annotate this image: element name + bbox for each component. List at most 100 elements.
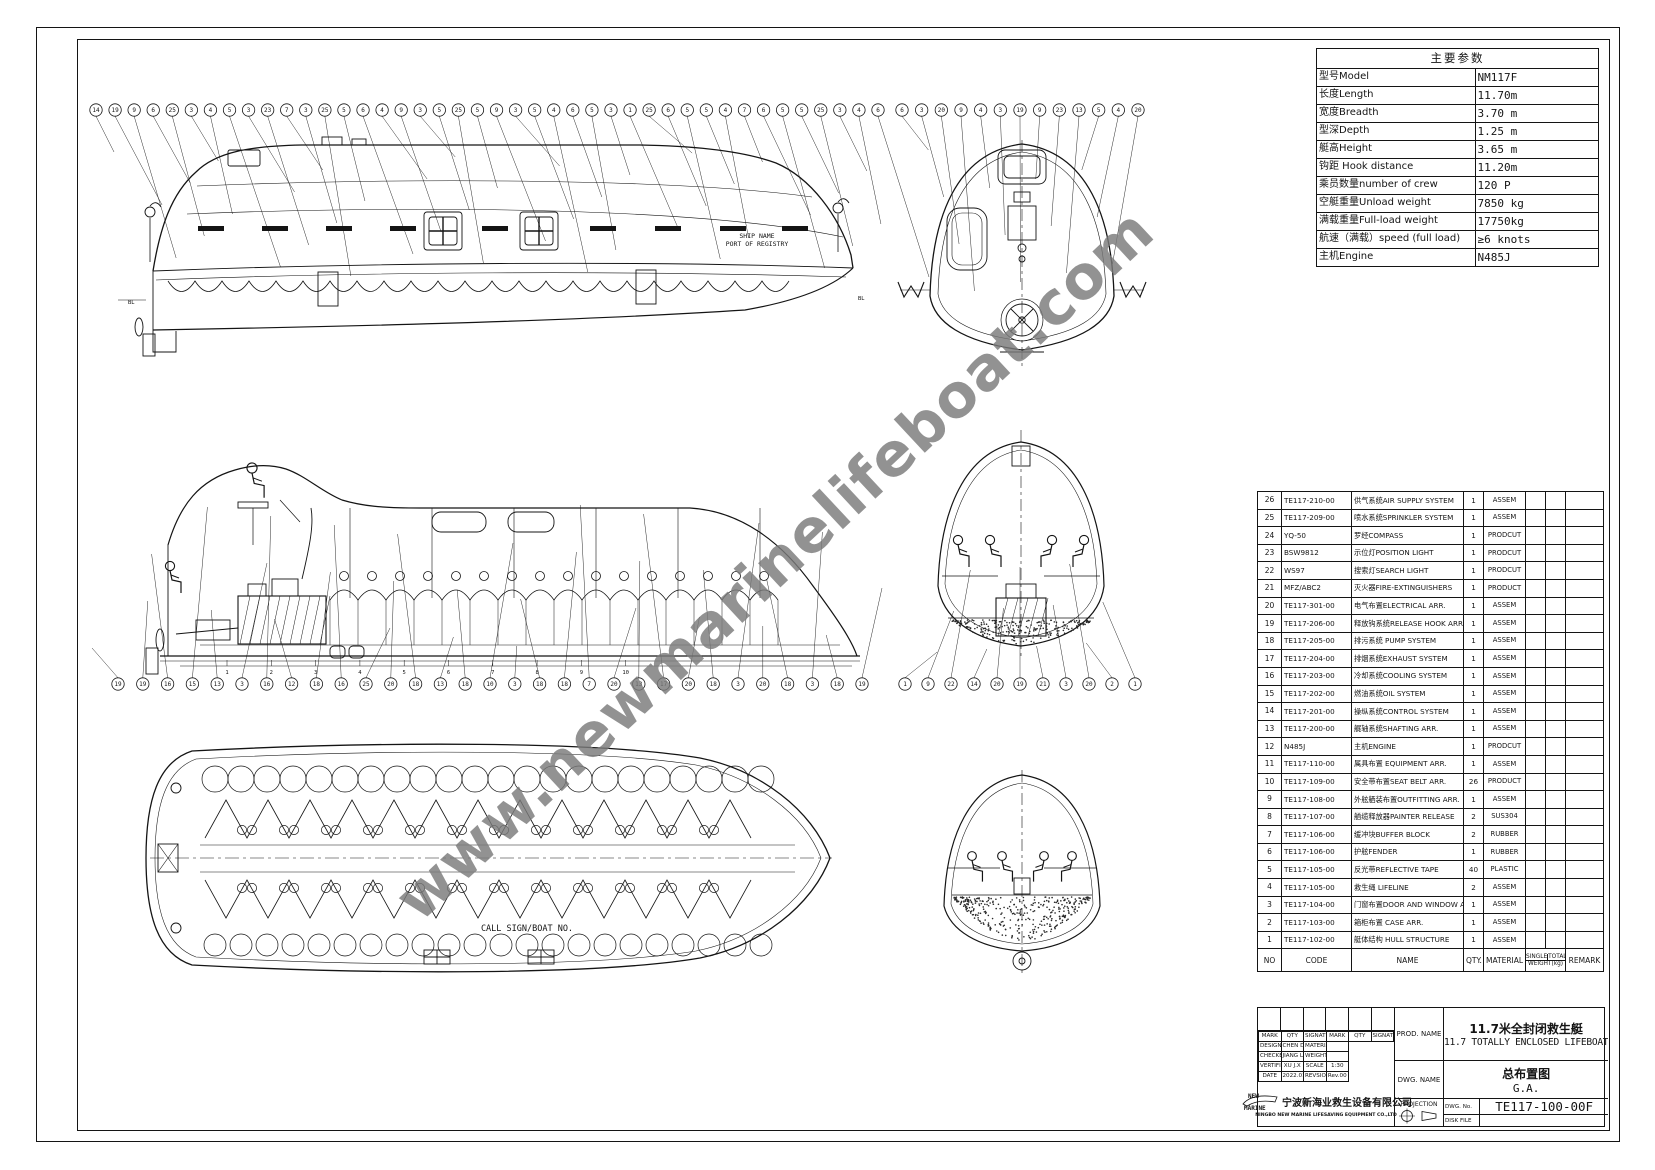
bom-cell-no: 3 bbox=[1257, 895, 1282, 915]
mid-cross-section-view bbox=[937, 430, 1105, 660]
plan-view: CALL SIGN/BOAT NO. bbox=[145, 743, 832, 973]
param-value: N485J bbox=[1474, 248, 1600, 267]
bom-cell-rem bbox=[1565, 684, 1604, 704]
param-label: 型号Model bbox=[1316, 68, 1476, 87]
svg-text:18: 18 bbox=[462, 681, 470, 688]
reflective-tape-dashes bbox=[198, 226, 808, 231]
svg-text:2: 2 bbox=[1110, 681, 1114, 688]
bom-cell-name: 艏缆释放器PAINTER RELEASE bbox=[1351, 807, 1464, 827]
svg-text:25: 25 bbox=[817, 107, 825, 114]
bom-cell-name: 罗经COMPASS bbox=[1351, 526, 1464, 545]
bom-cell-tw bbox=[1545, 790, 1566, 809]
param-row: 航速（满载）speed (full load)≥6 knots bbox=[1316, 230, 1600, 249]
bom-cell-sw bbox=[1525, 702, 1546, 721]
bom-cell-rem bbox=[1565, 596, 1604, 616]
bom-cell-mat: ASSEM bbox=[1483, 491, 1526, 510]
bom-cell-mat: PRODCUT bbox=[1483, 737, 1526, 756]
bom-cell-no: 7 bbox=[1257, 825, 1282, 844]
bilge-stipple bbox=[953, 896, 1091, 941]
bom-cell-sw bbox=[1525, 508, 1546, 528]
svg-text:18: 18 bbox=[561, 681, 569, 688]
svg-text:3: 3 bbox=[304, 107, 308, 114]
bom-cell-mat: ASSEM bbox=[1483, 702, 1526, 721]
bom-cell-mat: PLASTIC bbox=[1483, 860, 1526, 880]
bom-cell-mat: ASSEM bbox=[1483, 508, 1526, 528]
bom-cell-tw bbox=[1545, 578, 1566, 598]
bom-cell-rem bbox=[1565, 737, 1604, 756]
bom-cell-mat: RUBBER bbox=[1483, 842, 1526, 862]
signature-header: MARK bbox=[1325, 1031, 1349, 1042]
svg-text:20: 20 bbox=[610, 681, 618, 688]
svg-text:4: 4 bbox=[380, 107, 384, 114]
param-label: 满载重量Full-load weight bbox=[1316, 212, 1476, 231]
company-cell: NEW MARINE 宁波新海业救生设备有限公司 NINGBO NEW MARI… bbox=[1242, 1082, 1412, 1126]
bom-cell-name: 喷水系统SPRINKLER SYSTEM bbox=[1351, 508, 1464, 528]
svg-text:7: 7 bbox=[491, 670, 494, 676]
bom-cell-code: MFZ/ABC2 bbox=[1281, 578, 1352, 598]
revision-strip bbox=[1258, 1008, 1394, 1031]
svg-text:14: 14 bbox=[92, 107, 100, 114]
bom-cell-no: 8 bbox=[1257, 807, 1282, 827]
bom-cell-name: 灭火器FIRE-EXTINGUISHERS bbox=[1351, 578, 1464, 598]
bom-cell-rem bbox=[1565, 666, 1604, 686]
svg-text:20: 20 bbox=[387, 681, 395, 688]
bom-cell-sw bbox=[1525, 649, 1546, 668]
bom-cell-mat: ASSEM bbox=[1483, 596, 1526, 616]
svg-text:1: 1 bbox=[225, 670, 228, 676]
param-label: 航速（满载）speed (full load) bbox=[1316, 230, 1476, 249]
svg-text:10: 10 bbox=[622, 670, 629, 676]
signature-cell: CHECKED bbox=[1258, 1051, 1282, 1062]
svg-text:21: 21 bbox=[1039, 681, 1047, 688]
svg-text:16: 16 bbox=[164, 681, 172, 688]
bom-cell-rem bbox=[1565, 561, 1604, 580]
svg-text:16: 16 bbox=[338, 681, 346, 688]
dwg-name-cn: 总布置图 bbox=[1502, 1066, 1551, 1081]
bom-cell-tw bbox=[1545, 895, 1566, 915]
gunwale-mark bbox=[897, 281, 925, 299]
param-label: 型深Depth bbox=[1316, 122, 1476, 141]
svg-text:20: 20 bbox=[993, 681, 1001, 688]
bom-cell-mat: ASSEM bbox=[1483, 754, 1526, 774]
bom-cell-qty: 1 bbox=[1463, 666, 1484, 686]
keel-circle bbox=[1012, 951, 1032, 971]
svg-text:5: 5 bbox=[342, 107, 346, 114]
signature-cell: CHEN D.S bbox=[1280, 1041, 1304, 1052]
bom-cell-sw bbox=[1525, 719, 1546, 739]
projection-cell: PROJECTION bbox=[1395, 1099, 1444, 1126]
seated-figures bbox=[967, 851, 1077, 882]
signature-cell bbox=[1325, 1041, 1349, 1052]
svg-text:6: 6 bbox=[447, 670, 450, 676]
bom-cell-rem bbox=[1565, 860, 1604, 880]
bom-cell-tw bbox=[1545, 772, 1566, 792]
bom-cell-rem bbox=[1565, 719, 1604, 739]
bom-cell-sw bbox=[1525, 790, 1546, 809]
svg-text:4: 4 bbox=[1117, 107, 1121, 114]
bom-cell-mat: ASSEM bbox=[1483, 631, 1526, 651]
bom-cell-name: 燃油系统OIL SYSTEM bbox=[1351, 684, 1464, 704]
param-label: 空艇重量Unload weight bbox=[1316, 194, 1476, 213]
svg-text:3: 3 bbox=[609, 107, 613, 114]
signature-header: SIGNATURE bbox=[1370, 1031, 1394, 1042]
bom-cell-tw bbox=[1545, 754, 1566, 774]
stern-fitting bbox=[157, 782, 182, 934]
bom-cell-code: TE117-206-00 bbox=[1281, 614, 1352, 633]
svg-text:9: 9 bbox=[959, 107, 963, 114]
aft-cross-section-view bbox=[943, 770, 1101, 975]
svg-text:25: 25 bbox=[321, 107, 329, 114]
svg-text:9: 9 bbox=[132, 107, 136, 114]
bom-cell-code: TE117-204-00 bbox=[1281, 649, 1352, 668]
svg-text:14: 14 bbox=[970, 681, 978, 688]
